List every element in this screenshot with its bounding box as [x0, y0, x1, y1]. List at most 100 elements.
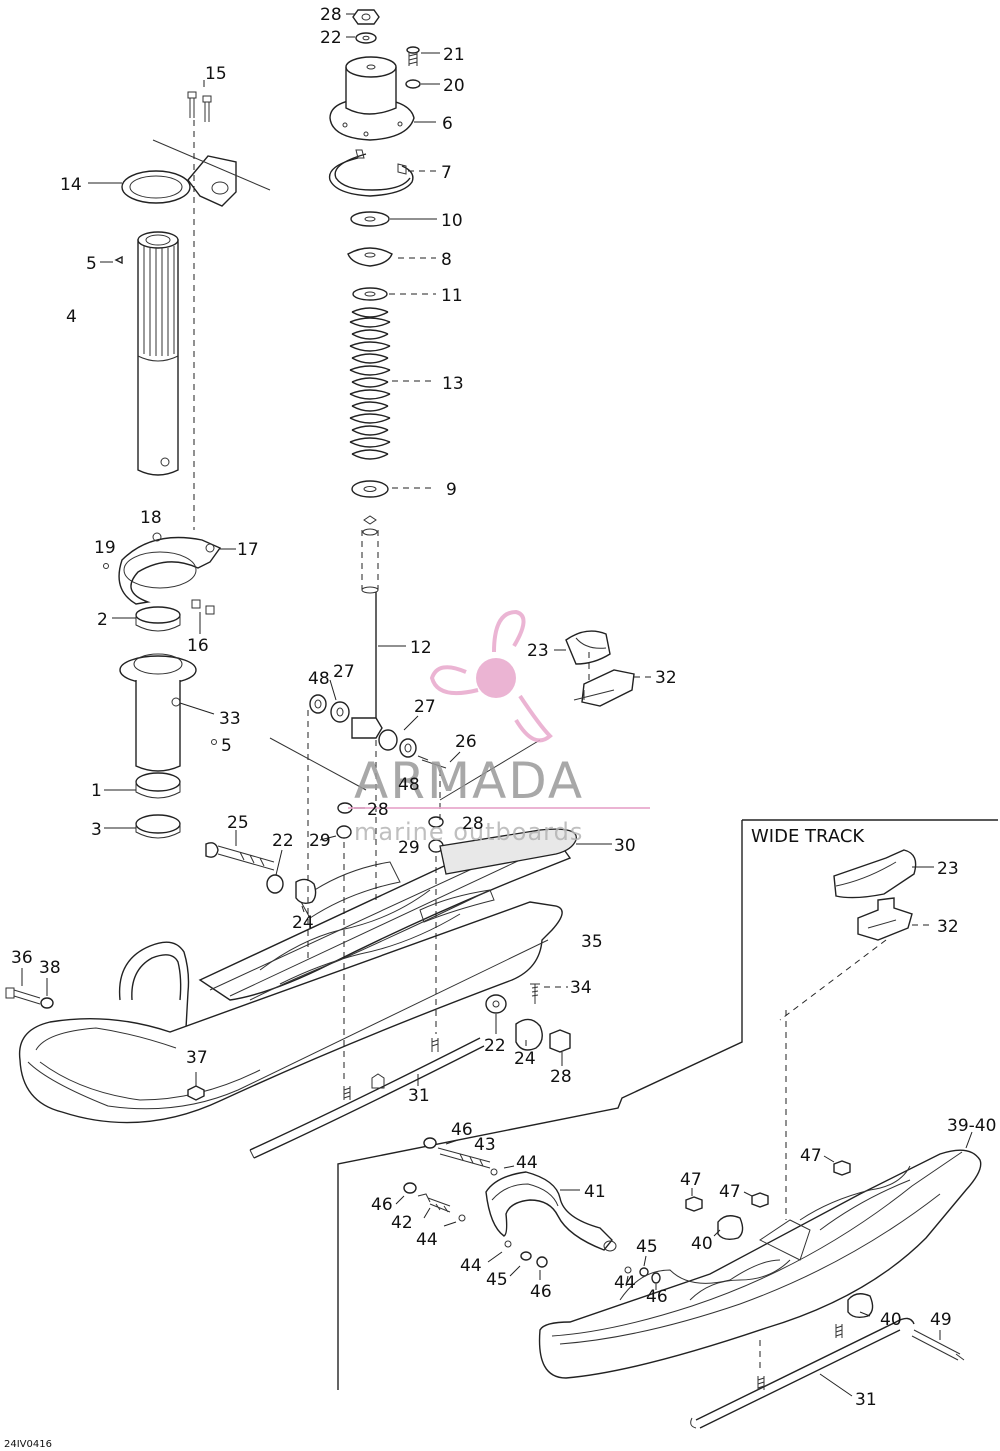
- callout-22: 22: [484, 1036, 506, 1056]
- spacer-27-b: [378, 729, 398, 751]
- callout-19: 19: [94, 538, 116, 558]
- bushing-48-a: [309, 694, 327, 714]
- callout-12: 12: [410, 638, 432, 658]
- callout-46: 46: [646, 1287, 668, 1307]
- callout-8: 8: [441, 250, 452, 270]
- callout-33: 33: [219, 709, 241, 729]
- callout-45: 45: [486, 1270, 508, 1290]
- nut-46-b: [403, 1182, 417, 1194]
- callout-46: 46: [451, 1120, 473, 1140]
- callout-29: 29: [309, 831, 331, 851]
- ski-pad-assembly: [554, 630, 652, 707]
- shock-body-12: [361, 515, 406, 720]
- callout-38: 38: [39, 958, 61, 978]
- callout-24: 24: [514, 1049, 536, 1069]
- callout-4: 4: [66, 307, 77, 327]
- callout-labels: 28 22 21 20 6 15 14 7 10 5 8 4 11 13 9 1…: [11, 5, 996, 1410]
- callout-1: 1: [91, 781, 102, 801]
- washer-38: [40, 997, 54, 1009]
- screw-18: [152, 532, 162, 542]
- stopper-30: [439, 828, 577, 875]
- callout-40: 40: [880, 1310, 902, 1330]
- washer-11: [352, 287, 388, 301]
- callout-23: 23: [937, 859, 959, 879]
- ski-standard: [5, 710, 612, 1159]
- spacer-24-right: [515, 1018, 543, 1051]
- bolt-15: [187, 91, 212, 122]
- callout-24: 24: [292, 913, 314, 933]
- bolt-43: [437, 1147, 491, 1169]
- nut-5-low: [211, 739, 217, 745]
- ski-handle-41: [485, 1171, 617, 1252]
- grease-fitting-33: [171, 697, 181, 707]
- callout-32: 32: [937, 917, 959, 937]
- callout-47: 47: [800, 1146, 822, 1166]
- callout-28: 28: [550, 1067, 572, 1087]
- callout-23: 23: [527, 641, 549, 661]
- bolt-25: [205, 842, 275, 871]
- washer-44-d: [624, 1266, 632, 1274]
- callout-22: 22: [272, 831, 294, 851]
- shock-mount-hardware: [309, 679, 461, 769]
- callout-7: 7: [441, 163, 452, 183]
- callout-17: 17: [237, 540, 259, 560]
- ski-bracket: [198, 839, 572, 1001]
- washer-22-top: [355, 32, 377, 44]
- wide-track-section: WIDE TRACK: [337, 819, 998, 1429]
- nut-28-ski: [549, 1029, 571, 1053]
- bolt-36: [5, 987, 41, 1005]
- callout-22: 22: [320, 28, 342, 48]
- ski-handle: [118, 941, 190, 1029]
- nut-37: [187, 1085, 205, 1101]
- retaining-ring-7: [328, 157, 414, 197]
- wide-track-boundary: [337, 819, 998, 1390]
- bracket-32-wide: [857, 897, 913, 941]
- bracket-17: [118, 536, 222, 605]
- brand-tagline: marine outboards: [354, 818, 583, 846]
- screw-34: [530, 983, 540, 1004]
- drawing-code: 24IV0416: [4, 1439, 52, 1450]
- callout-42: 42: [391, 1213, 413, 1233]
- nut-46-c: [536, 1256, 548, 1268]
- spacer-40-a: [717, 1215, 744, 1241]
- callout-15: 15: [205, 64, 227, 84]
- bushing-3: [135, 814, 181, 834]
- bolt-49: [911, 1329, 965, 1361]
- nut-46-d: [651, 1272, 661, 1284]
- callout-48: 48: [398, 775, 420, 795]
- washer-22-right: [485, 994, 507, 1014]
- runner-31: [249, 1037, 485, 1159]
- callout-31: 31: [408, 1086, 430, 1106]
- bolt-26: [417, 755, 447, 769]
- callout-6: 6: [442, 114, 453, 134]
- bracket-32-top: [581, 669, 635, 707]
- callout-32: 32: [655, 668, 677, 688]
- callout-28: 28: [320, 5, 342, 25]
- callout-30: 30: [614, 836, 636, 856]
- callout-3: 3: [91, 820, 102, 840]
- callout-44: 44: [416, 1230, 438, 1250]
- washer-44-c: [504, 1240, 512, 1248]
- spacer-24-left: [295, 878, 317, 905]
- nut-5-top: [114, 255, 123, 265]
- washer-44-a: [490, 1168, 498, 1176]
- callout-41: 41: [584, 1182, 606, 1202]
- callout-26: 26: [455, 732, 477, 752]
- callout-16: 16: [187, 636, 209, 656]
- callout-20: 20: [443, 76, 465, 96]
- nut-47-c: [833, 1160, 851, 1176]
- callout-27: 27: [414, 697, 436, 717]
- callout-13: 13: [442, 374, 464, 394]
- callout-25: 25: [227, 813, 249, 833]
- callout-45: 45: [636, 1237, 658, 1257]
- nut-28-top: [352, 9, 380, 25]
- bushing-2: [135, 606, 181, 624]
- callout-36: 36: [11, 948, 33, 968]
- pad-23-top: [565, 630, 611, 665]
- callout-44: 44: [460, 1256, 482, 1276]
- nut-45-a: [520, 1251, 532, 1261]
- runner-31-wide: [695, 1317, 915, 1429]
- callout-31: 31: [855, 1390, 877, 1410]
- spring-seat-9: [351, 480, 389, 498]
